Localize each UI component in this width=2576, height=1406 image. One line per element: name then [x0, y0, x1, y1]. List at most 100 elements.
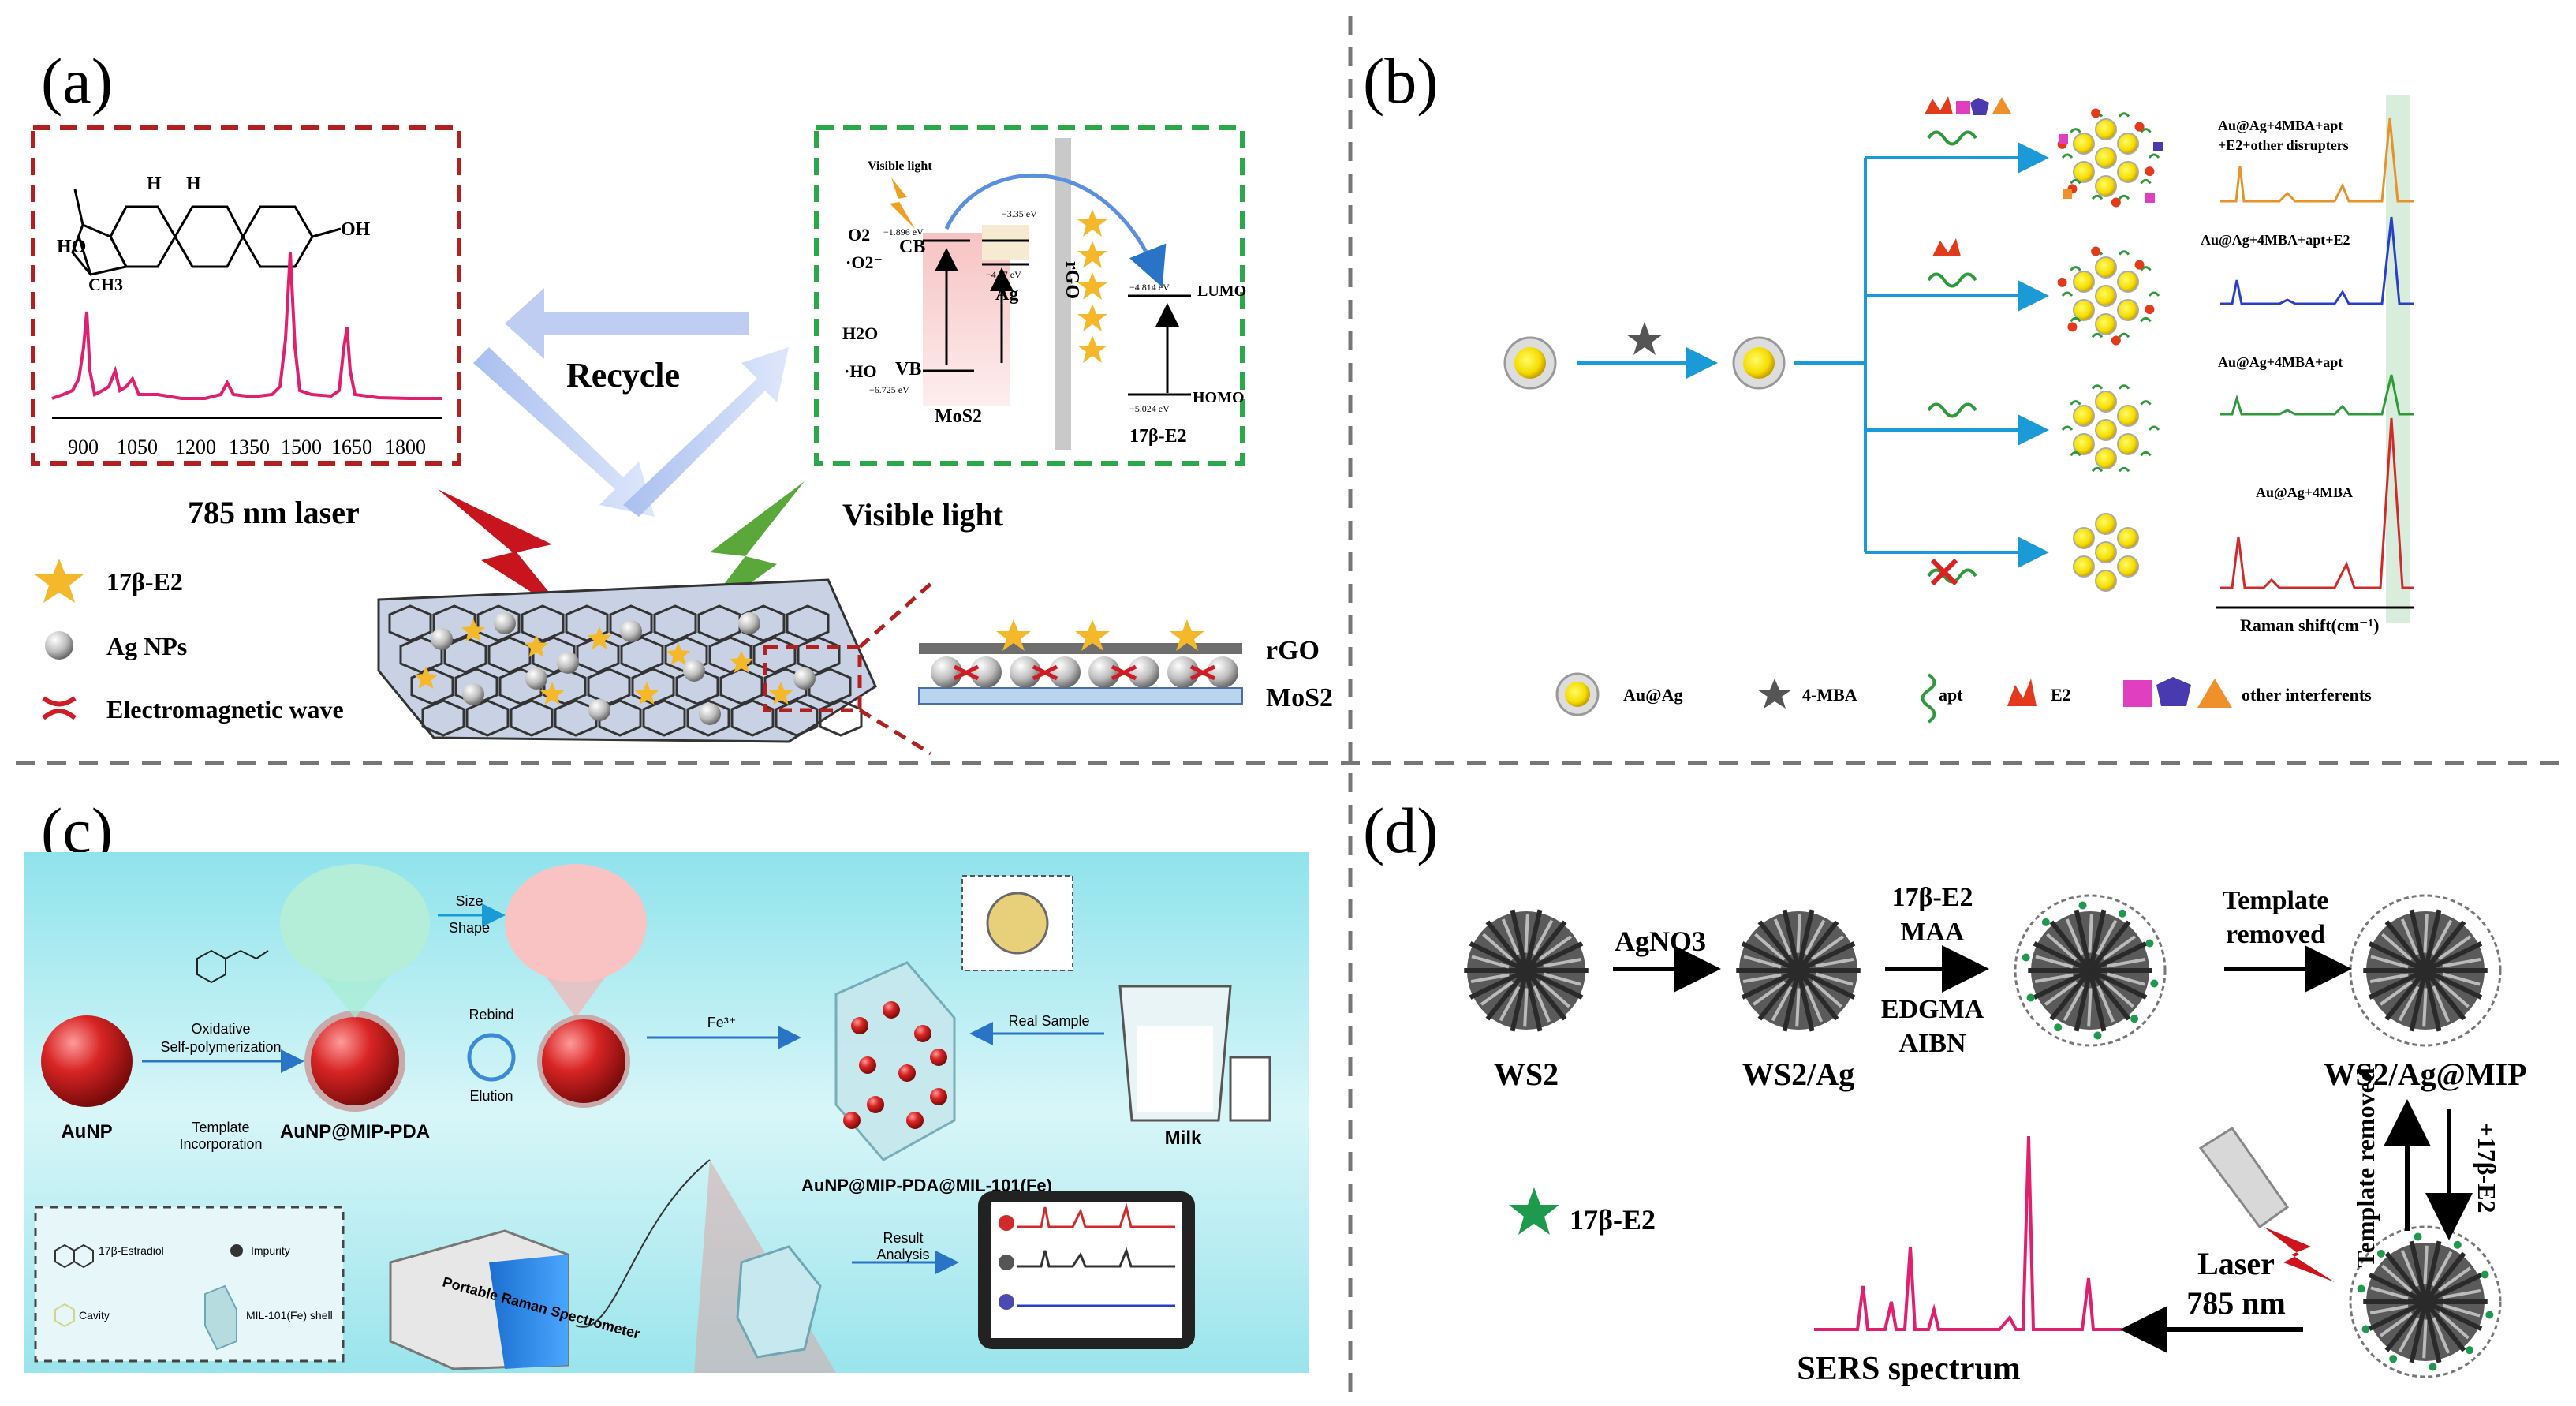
branch-lines [1794, 142, 2049, 568]
analysis-label: Analysis [876, 1247, 929, 1262]
milk-label: Milk [1165, 1127, 1202, 1149]
ws2-petal-highlight [2380, 980, 2413, 1006]
ws2-petal [1796, 920, 1839, 972]
template-removed-2: removed [2226, 920, 2325, 949]
ws2-petal [2423, 969, 2466, 1021]
panel-d-label: (d) [1363, 795, 1439, 866]
layer-em-wave [1032, 664, 1058, 681]
ws2-petal [1741, 941, 1800, 973]
ws2-petal [1524, 920, 1567, 972]
ws2-petal-highlight [2381, 1264, 2413, 1292]
graphene-hex [642, 699, 686, 737]
ws2-petal [2384, 1300, 2428, 1352]
ws2-petal-highlight [1742, 973, 1782, 984]
legend-apt-icon [1921, 673, 1936, 724]
ws2-petal-highlight [1811, 935, 1844, 961]
spectra-lines [2220, 118, 2414, 589]
ws2-petal [2384, 1251, 2428, 1303]
graphene-hex [476, 604, 521, 642]
e2-star [768, 682, 793, 705]
interferent [2063, 189, 2072, 199]
visible-light-label: Visible light [842, 497, 1004, 533]
graphene-hex [432, 604, 476, 642]
zoom-box [763, 645, 862, 712]
spectrum-box [31, 125, 461, 466]
ws2-petal [2409, 1240, 2428, 1303]
ws2-petal [2424, 1273, 2483, 1304]
panel-d: (d) WS2 AgNO3 WS2/Ag 17β-E2 MAA EDGMA AI… [1363, 795, 2554, 1397]
ws2-petal [2368, 941, 2427, 973]
auag-cluster-particle [2095, 313, 2117, 335]
ws2-petal [2033, 968, 2092, 1000]
ws2-petal [1796, 970, 1815, 1032]
aptamer-strand [2140, 178, 2152, 185]
legend-b-mba: 4-MBA [1802, 685, 1857, 705]
ws2-petal-highlight [2398, 985, 2420, 1022]
raman-spectrum-a [51, 252, 442, 400]
aptamer-strand [2070, 178, 2081, 185]
auag-cluster-particle [2095, 256, 2117, 279]
ws2-petal-highlight [2422, 1319, 2428, 1359]
atom-h1: H [147, 174, 162, 194]
ag-band [982, 225, 1029, 260]
auag-cluster-particle [2095, 447, 2117, 469]
ws2-petal-highlight [1805, 985, 1824, 1023]
aptamer-strand [2070, 316, 2081, 323]
ws2-petal [2368, 1299, 2427, 1331]
ws2-petal-highlight [1795, 988, 1801, 1027]
band-oh: ·HO [844, 361, 877, 381]
graphene-hex [388, 604, 432, 642]
ws2-petal [2424, 1299, 2483, 1331]
ws2-petal-highlight [1811, 980, 1842, 1008]
auag-cluster-particle [2117, 133, 2139, 155]
tablet-spectrum-2 [1017, 1247, 1175, 1268]
ag-nanoparticle [699, 703, 721, 725]
atom-ch3: CH3 [88, 275, 123, 294]
ws2-petal-highlight [1480, 980, 1514, 1006]
tablet-spectrum-1 [1017, 1202, 1175, 1228]
aptamer-strand [2070, 400, 2081, 406]
ws2-petal-highlight [2034, 973, 2074, 984]
mof-aunp [930, 1088, 947, 1105]
ws2-petal [2423, 1301, 2442, 1363]
ws2-petal [1469, 941, 1528, 973]
legend-d-label: 17β-E2 [1570, 1204, 1656, 1236]
ws2-petal [2088, 970, 2107, 1032]
plus-e2-label: +17β-E2 [2473, 1122, 2501, 1213]
ag-nanoparticle [525, 667, 547, 690]
e2-star [587, 626, 612, 649]
auag-cluster-particle [2095, 147, 2117, 169]
graphene-hex [730, 699, 775, 737]
ws2-petal [2049, 920, 2093, 972]
ws2-petal [2368, 1273, 2427, 1304]
ws2-petal [1524, 970, 1543, 1032]
mba-star-icon [1626, 322, 1663, 355]
legend-a-sphere: Ag NPs [106, 632, 187, 660]
sers-spectrum [1814, 1135, 2122, 1331]
auag-cluster-particle [2117, 433, 2139, 455]
ag-nanoparticle [620, 620, 642, 642]
ws2-petal [2088, 920, 2131, 972]
aptamer-strand [2140, 266, 2152, 271]
e2-green-dot [2150, 979, 2159, 988]
ws2-petal [2423, 920, 2466, 972]
auag-cluster-particle [2073, 299, 2095, 321]
auag-cluster-particle [2095, 285, 2117, 307]
atom-oh: OH [341, 219, 371, 240]
ws2-petal [2423, 909, 2442, 971]
e2-bound [2145, 166, 2155, 177]
reagent-2: MAA [1900, 918, 1965, 947]
aptamer-strand [2148, 291, 2160, 297]
ws2-petal-highlight [1773, 918, 1792, 955]
e2-star [634, 682, 659, 705]
aptamer-strand [2061, 153, 2074, 159]
ws2-petal-highlight [2370, 955, 2409, 969]
laser-785-label: 785 nm laser [188, 495, 360, 530]
electron-transfer-arrow [944, 173, 1167, 288]
e2-green-dot [2041, 918, 2050, 926]
ws2-petal-highlight [2044, 980, 2078, 1006]
aptamer-strand [2140, 316, 2152, 323]
legend-b-apt: apt [1939, 685, 1963, 705]
ws2-petal [1796, 969, 1839, 1021]
highlight-band [2386, 95, 2410, 623]
